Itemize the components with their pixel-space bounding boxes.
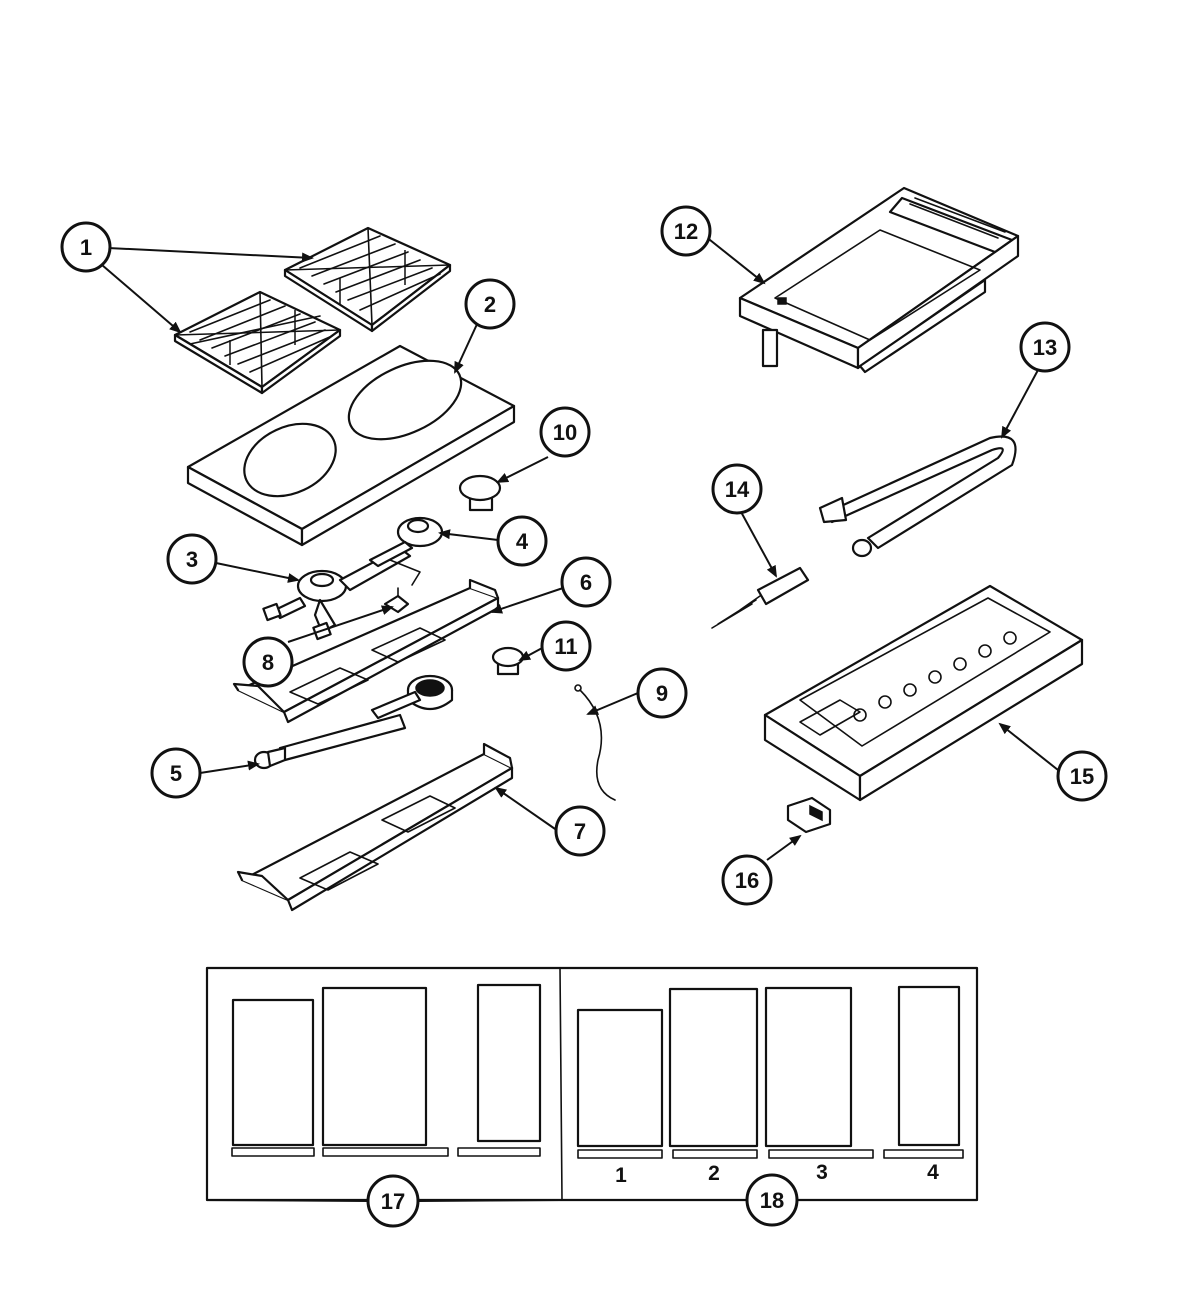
callout-12-label: 12 xyxy=(674,219,698,244)
panel-set-17 xyxy=(231,983,542,1157)
panel-label-4: 4 xyxy=(927,1161,939,1184)
clip xyxy=(786,796,832,834)
callout-10-label: 10 xyxy=(553,420,577,445)
burner-grate-back xyxy=(283,226,452,333)
callout-9: 9 xyxy=(636,667,688,719)
callout-6-label: 6 xyxy=(580,570,592,595)
callout-16-label: 16 xyxy=(735,868,759,893)
callout-14-label: 14 xyxy=(725,477,750,502)
callout-17: 17 xyxy=(366,1174,420,1228)
callout-8-label: 8 xyxy=(262,650,274,675)
knob-10 xyxy=(458,474,502,512)
callout-18-label: 18 xyxy=(760,1188,784,1213)
burner-assembly xyxy=(262,516,444,641)
ignitor xyxy=(711,566,810,629)
callout-3: 3 xyxy=(166,533,218,585)
callout-2: 2 xyxy=(464,278,516,330)
callout-10: 10 xyxy=(539,406,591,458)
callout-4: 4 xyxy=(496,515,548,567)
callout-15: 15 xyxy=(1056,750,1108,802)
burner-box-upper xyxy=(232,578,500,724)
callout-2-label: 2 xyxy=(484,292,496,317)
callout-14: 14 xyxy=(711,463,763,515)
panel-18-sub-labels: 1 2 3 4 xyxy=(615,1161,939,1187)
callout-18: 18 xyxy=(745,1173,799,1227)
u-burner-tube xyxy=(818,435,1017,558)
callout-5-label: 5 xyxy=(170,761,182,786)
panel-label-1: 1 xyxy=(615,1164,627,1187)
panel-set-18 xyxy=(576,985,964,1159)
callout-7: 7 xyxy=(554,805,606,857)
callout-7-label: 7 xyxy=(574,819,586,844)
callout-5: 5 xyxy=(150,747,202,799)
callout-1-label: 1 xyxy=(80,235,92,260)
callout-15-label: 15 xyxy=(1070,764,1094,789)
leader-lines xyxy=(101,235,1059,1202)
callout-1: 1 xyxy=(60,221,112,273)
callout-12: 12 xyxy=(660,205,712,257)
callout-17-label: 17 xyxy=(381,1189,405,1214)
single-burner xyxy=(253,674,454,770)
callout-13: 13 xyxy=(1019,321,1071,373)
callout-9-label: 9 xyxy=(656,681,668,706)
wire-lead xyxy=(574,684,616,801)
griddle xyxy=(738,186,1020,374)
cooktop-plate xyxy=(186,344,516,547)
burner-tray xyxy=(763,584,1084,802)
panel-label-3: 3 xyxy=(816,1161,828,1184)
panel-label-2: 2 xyxy=(708,1162,720,1185)
callout-11: 11 xyxy=(540,620,592,672)
knob-11 xyxy=(491,646,525,676)
callout-4-label: 4 xyxy=(516,529,529,554)
callout-11-label: 11 xyxy=(554,634,577,659)
burner-box-lower xyxy=(236,742,514,912)
burner-grate-front xyxy=(173,290,342,395)
callout-13-label: 13 xyxy=(1033,335,1057,360)
callout-3-label: 3 xyxy=(186,547,198,572)
callout-6: 6 xyxy=(560,556,612,608)
callout-8: 8 xyxy=(242,636,294,688)
callout-16: 16 xyxy=(721,854,773,906)
